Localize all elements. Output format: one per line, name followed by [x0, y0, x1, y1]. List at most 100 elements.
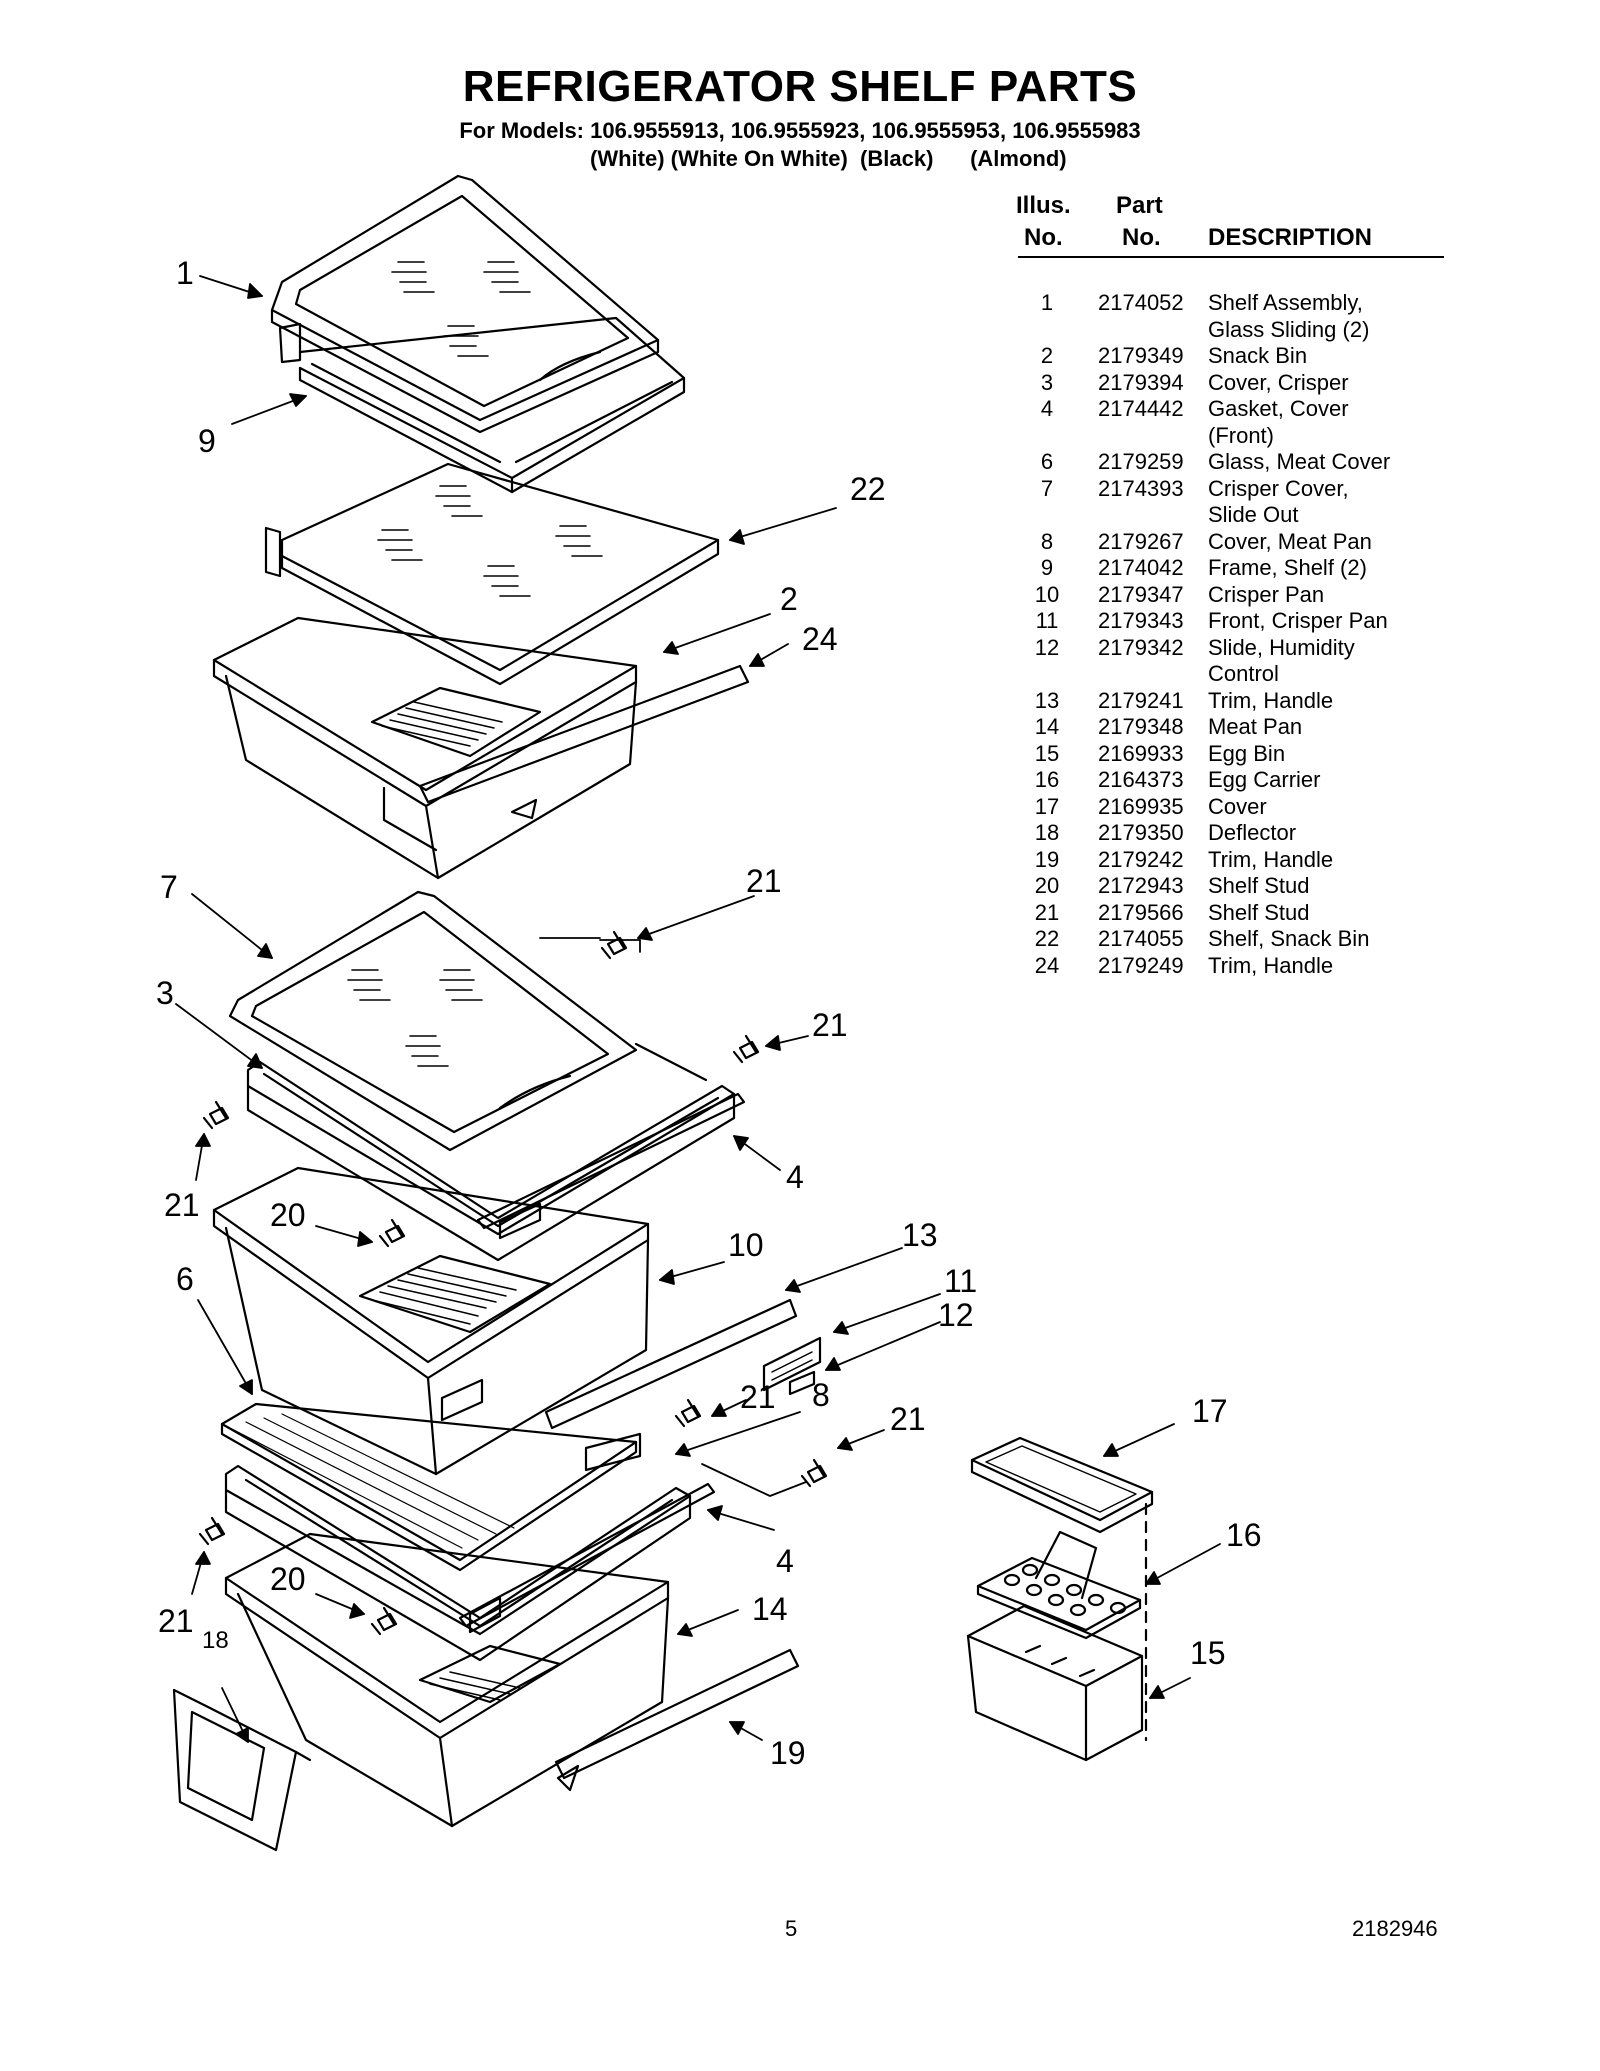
callout-21-c: 21 — [164, 1187, 200, 1223]
part-description: Egg Bin — [1208, 740, 1286, 766]
illus-number: 11 — [1035, 608, 1059, 633]
part-description: Egg Carrier — [1208, 767, 1321, 792]
callout-19: 19 — [770, 1735, 806, 1771]
part-18-deflector — [172, 1688, 312, 1852]
part-description: Cover — [1208, 793, 1267, 819]
callout-1: 1 — [176, 255, 194, 291]
part-2-snack-bin — [212, 616, 638, 880]
callout-15: 15 — [1190, 1635, 1226, 1671]
part-17-egg-cover — [970, 1436, 1154, 1534]
page-title: REFRIGERATOR SHELF PARTS — [462, 62, 1138, 111]
illus-number: 17 — [1034, 793, 1060, 819]
callout-11: 11 — [944, 1263, 977, 1299]
part-description: Shelf, Snack Bin — [1208, 926, 1370, 951]
part-4-gasket-upper — [476, 1092, 746, 1240]
illus-number: 16 — [1034, 767, 1060, 792]
part-description: Gasket, Cover — [1208, 396, 1349, 421]
part-description: Snack Bin — [1208, 343, 1308, 368]
header-description: DESCRIPTION — [1208, 224, 1373, 251]
part-description: Trim, Handle — [1208, 846, 1334, 872]
part-number: 2179267 — [1098, 528, 1184, 554]
part-number: 2169933 — [1098, 740, 1184, 766]
callout-20-a: 20 — [270, 1197, 306, 1233]
part-number: 2179348 — [1098, 714, 1184, 739]
part-number: 2174055 — [1098, 926, 1184, 951]
part-number: 2179347 — [1098, 581, 1184, 607]
document-number: 2182946 — [1352, 1916, 1438, 1941]
illus-number: 6 — [1040, 449, 1054, 474]
part-description: Front, Crisper Pan — [1208, 608, 1388, 633]
part-6-meat-cover-glass — [220, 1402, 638, 1572]
illus-number: 15 — [1034, 740, 1060, 766]
part-description: Trim, Handle — [1208, 952, 1334, 978]
part-description-continued: Glass Sliding (2) — [1208, 316, 1370, 342]
callout-7: 7 — [160, 869, 178, 905]
part-number: 2172943 — [1098, 873, 1184, 898]
part-description: Frame, Shelf (2) — [1208, 555, 1367, 580]
callout-14: 14 — [752, 1591, 788, 1627]
callout-20-b: 20 — [270, 1561, 306, 1597]
part-13-handle-trim — [544, 1298, 798, 1430]
callout-2: 2 — [780, 581, 798, 617]
part-description: Crisper Cover, — [1208, 475, 1349, 501]
callout-22: 22 — [850, 471, 886, 507]
part-15-egg-bin — [966, 1604, 1144, 1762]
part-number: 2179259 — [1098, 449, 1184, 474]
part-description: Cover, Meat Pan — [1208, 528, 1372, 554]
part-12-humidity-slide — [788, 1370, 816, 1396]
part-description: Shelf Assembly, — [1208, 290, 1363, 315]
part-19-handle-trim — [554, 1648, 800, 1792]
part-3-crisper-cover-frame — [246, 1042, 736, 1262]
illus-number: 7 — [1040, 475, 1054, 501]
part-description-continued: Slide Out — [1208, 502, 1299, 527]
callout-17: 17 — [1192, 1393, 1228, 1429]
illus-number: 8 — [1040, 528, 1054, 554]
callout-21-e: 21 — [890, 1401, 926, 1437]
illus-number: 13 — [1034, 687, 1060, 713]
callout-16: 16 — [1226, 1517, 1262, 1553]
illus-number: 24 — [1034, 952, 1060, 978]
part-1-shelf-assembly — [270, 174, 660, 434]
part-7-crisper-cover — [228, 890, 638, 1152]
callout-21-b: 21 — [812, 1007, 848, 1043]
illus-number: 1 — [1040, 290, 1054, 315]
part-description: Slide, Humidity — [1208, 634, 1355, 660]
part-description: Deflector — [1208, 820, 1297, 845]
part-description: Shelf Stud — [1208, 899, 1310, 925]
page-number: 5 — [785, 1916, 798, 1941]
illus-number: 2 — [1040, 343, 1054, 368]
leader-lines — [175, 275, 1221, 1743]
part-24-handle-trim — [418, 664, 750, 820]
illus-number: 12 — [1034, 634, 1060, 660]
colors-line: (White) (White On White) (Black) (Almond… — [590, 146, 1067, 171]
callout-21-a: 21 — [746, 863, 782, 899]
part-number: 2174442 — [1098, 396, 1184, 421]
part-number: 2179566 — [1098, 899, 1184, 925]
part-16-egg-carrier — [976, 1530, 1142, 1640]
callout-4-b: 4 — [776, 1543, 794, 1579]
part-number: 2179343 — [1098, 608, 1184, 633]
header-rule — [1018, 256, 1444, 258]
part-description-continued: Control — [1208, 661, 1279, 686]
part-number: 2179342 — [1098, 634, 1184, 660]
callout-18: 18 — [202, 1627, 229, 1654]
part-number: 2164373 — [1098, 767, 1184, 792]
callout-21-d: 21 — [740, 1379, 776, 1415]
part-10-crisper-pan — [212, 1166, 650, 1476]
part-description: Glass, Meat Cover — [1208, 449, 1391, 474]
illus-number: 18 — [1034, 820, 1060, 845]
header-part-bottom: No. — [1122, 224, 1161, 251]
part-description: Meat Pan — [1208, 714, 1303, 739]
callout-12: 12 — [938, 1297, 974, 1333]
part-11-crisper-front — [762, 1336, 822, 1392]
illus-number: 21 — [1034, 899, 1060, 925]
illus-number: 4 — [1040, 396, 1054, 421]
header-illus-top: Illus. — [1016, 192, 1071, 219]
callout-9: 9 — [198, 423, 216, 459]
header-illus-bottom: No. — [1024, 224, 1063, 251]
part-14-meat-pan — [224, 1532, 670, 1828]
part-number: 2179242 — [1098, 846, 1184, 872]
part-description: Trim, Handle — [1208, 687, 1334, 713]
callout-4-a: 4 — [786, 1159, 804, 1195]
part-number: 2174052 — [1098, 290, 1184, 315]
